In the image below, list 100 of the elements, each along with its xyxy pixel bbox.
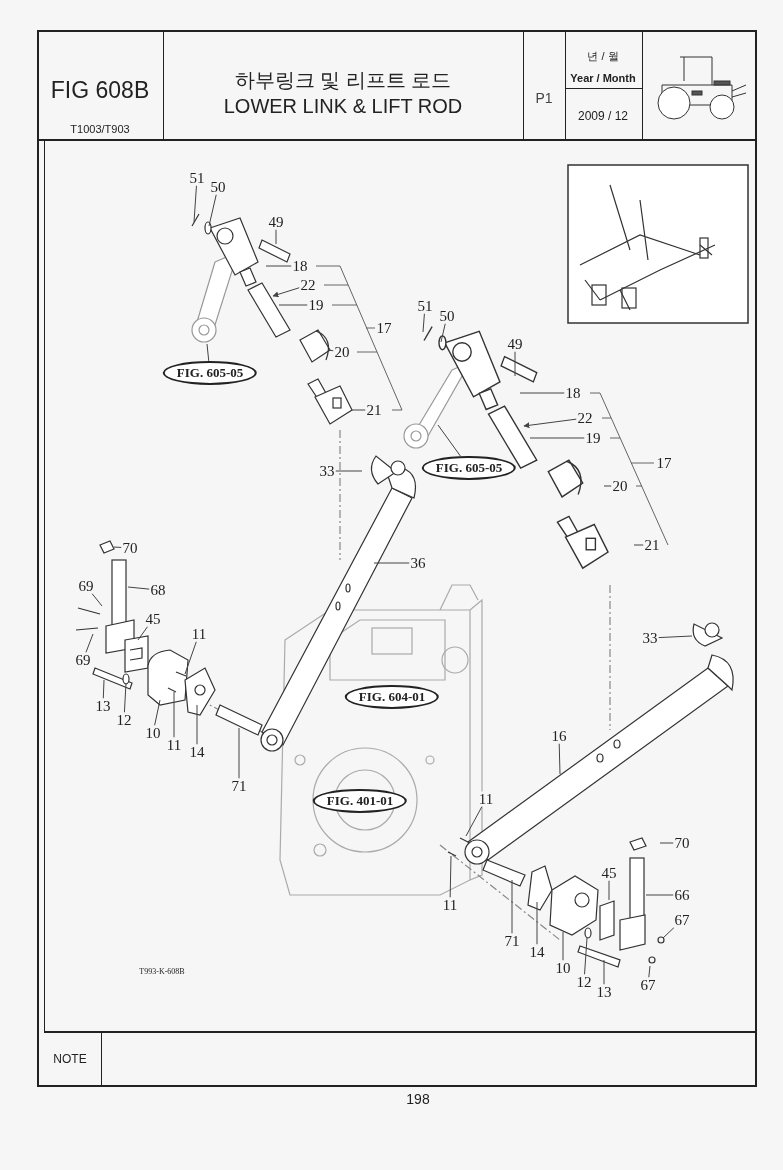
leader-line <box>278 304 308 306</box>
callout-number: 14 <box>528 944 546 960</box>
callout-number: 36 <box>409 555 427 571</box>
figure-reference-oval: FIG. 604-01 <box>344 684 440 710</box>
leader-line <box>351 409 366 411</box>
date-label: Year / Month <box>570 72 636 84</box>
callout-number: 13 <box>94 698 112 714</box>
callout-number: 19 <box>307 297 325 313</box>
leader-line <box>514 351 516 377</box>
callout-number: 51 <box>416 298 434 314</box>
leader-line <box>562 931 564 961</box>
leader-line <box>206 343 210 362</box>
figure-reference-oval: FIG. 605-05 <box>421 455 517 481</box>
figure-reference-oval: FIG. 605-05 <box>162 360 258 386</box>
leader-line <box>449 855 452 898</box>
callout-number: 11 <box>441 897 459 913</box>
callout-number: 45 <box>600 865 618 881</box>
leader-line <box>523 418 577 429</box>
callout-number: 67 <box>673 912 691 928</box>
leader-line <box>440 323 446 343</box>
callout-number: 12 <box>115 712 133 728</box>
callout-number: 69 <box>74 652 92 668</box>
leader-line <box>102 679 105 699</box>
leader-line <box>519 392 565 394</box>
callout-number: 20 <box>611 478 629 494</box>
callout-number: 50 <box>209 179 227 195</box>
callout-number: 69 <box>77 578 95 594</box>
leader-line <box>603 959 605 985</box>
leader-line <box>196 704 198 745</box>
title-korean: 하부링크 및 리프트 로드 <box>234 70 452 90</box>
leader-line <box>272 287 300 298</box>
leader-line <box>184 641 197 675</box>
leader-line <box>633 544 644 546</box>
leader-line <box>603 485 612 487</box>
leader-line <box>193 185 197 223</box>
callout-number: 10 <box>144 725 162 741</box>
leader-line <box>335 470 363 472</box>
leader-line <box>275 229 277 245</box>
callout-number: 49 <box>267 214 285 230</box>
leader-line <box>645 894 674 896</box>
leader-line <box>208 194 217 227</box>
callout-number: 68 <box>149 582 167 598</box>
leader-line <box>584 937 588 975</box>
page-index: P1 <box>535 91 553 105</box>
model-code: T1003/T903 <box>70 123 130 135</box>
leader-line <box>662 927 675 939</box>
leader-line <box>536 901 538 945</box>
callout-number: 70 <box>121 540 139 556</box>
leader-line <box>529 437 585 439</box>
leader-line <box>238 727 240 779</box>
leader-line <box>123 682 127 713</box>
figure-reference-oval: FIG. 401-01 <box>312 788 408 814</box>
callout-number: 11 <box>190 626 208 642</box>
leader-line <box>422 313 425 333</box>
callout-number: 21 <box>365 402 383 418</box>
callout-number: 10 <box>554 960 572 976</box>
callout-number: 51 <box>188 170 206 186</box>
leader-line <box>437 424 461 457</box>
leader-line <box>558 743 561 775</box>
callout-number: 71 <box>503 933 521 949</box>
callout-number: 71 <box>230 778 248 794</box>
callout-number: 49 <box>506 336 524 352</box>
leader-line <box>173 691 175 738</box>
leader-line <box>265 265 292 267</box>
leader-line <box>85 633 94 653</box>
leader-line <box>137 626 149 641</box>
leader-line <box>154 699 161 726</box>
leader-line <box>659 842 674 844</box>
callout-number: 11 <box>477 791 495 807</box>
drawing-code: T993-K-608B <box>139 968 185 976</box>
callout-number: 18 <box>564 385 582 401</box>
callout-number: 33 <box>641 630 659 646</box>
title-english: LOWER LINK & LIFT ROD <box>223 96 463 116</box>
callout-number: 20 <box>333 344 351 360</box>
callout-number: 16 <box>550 728 568 744</box>
date-value: 2009 / 12 <box>578 110 628 122</box>
callout-number: 22 <box>576 410 594 426</box>
callout-number: 18 <box>291 258 309 274</box>
callout-number: 70 <box>673 835 691 851</box>
leader-line <box>465 806 483 837</box>
callout-number: 45 <box>144 611 162 627</box>
leader-line <box>127 586 150 590</box>
callout-number: 13 <box>595 984 613 1000</box>
leader-line <box>658 635 693 639</box>
callout-number: 14 <box>188 744 206 760</box>
callout-number: 11 <box>165 737 183 753</box>
date-label-korean: 년 / 월 <box>587 50 619 62</box>
callout-number: 12 <box>575 974 593 990</box>
callout-number: 21 <box>643 537 661 553</box>
callout-number: 67 <box>639 977 657 993</box>
callout-number: 66 <box>673 887 691 903</box>
figure-number: FIG 608B <box>50 78 150 102</box>
leader-line <box>327 349 334 352</box>
leader-line <box>91 593 103 607</box>
leader-line <box>648 965 651 978</box>
leader-line <box>373 562 410 564</box>
leader-line <box>511 879 513 934</box>
callout-number: 17 <box>376 320 392 336</box>
callout-number: 33 <box>318 463 336 479</box>
leader-line <box>113 546 122 548</box>
